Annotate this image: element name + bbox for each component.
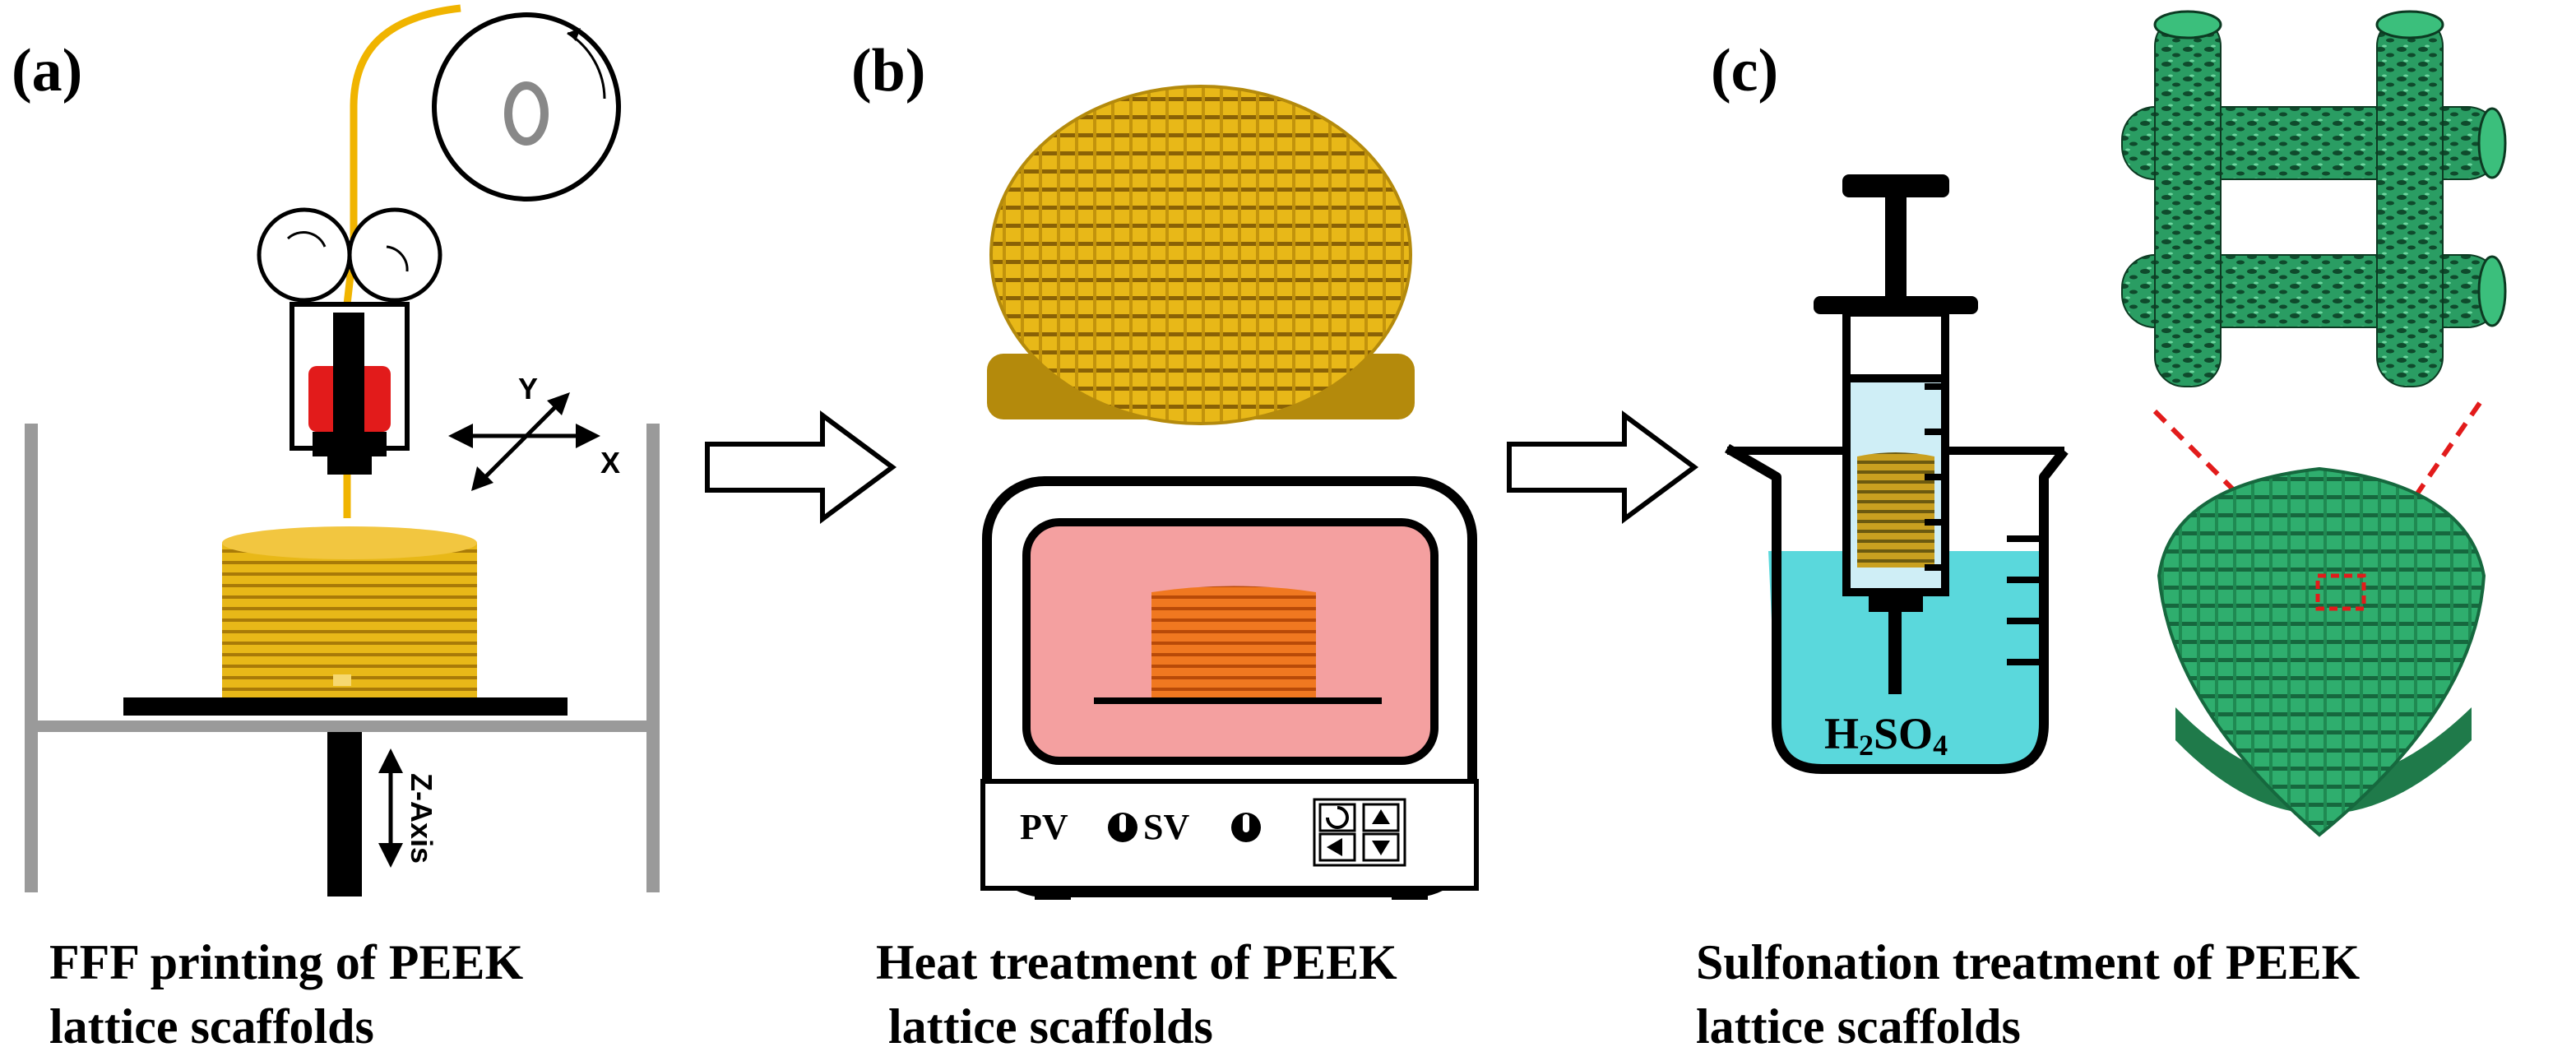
oven-pv-label: PV — [1020, 807, 1068, 847]
oven: PV SV — [980, 476, 1479, 900]
panel-b-caption-line2: lattice scaffolds — [876, 999, 1213, 1054]
printer-frame-right — [646, 424, 660, 892]
panel-a-caption-line1: FFF printing of PEEK — [49, 935, 523, 989]
panel-a: (a) — [12, 4, 660, 1054]
scaffold-top-view — [987, 85, 1415, 425]
sulfonated-scaffold — [2157, 466, 2486, 837]
panel-c-label: (c) — [1711, 37, 1778, 104]
acid-formula: H2SO4 — [1824, 709, 1948, 762]
flow-arrow-a-to-b — [705, 410, 897, 524]
printed-scaffold — [222, 526, 477, 699]
flow-arrow-b-to-c — [1507, 410, 1699, 524]
zoom-line-left — [2152, 409, 2322, 578]
z-axis-rod — [327, 732, 362, 897]
panel-c-caption-line2: lattice scaffolds — [1696, 999, 2021, 1054]
axis-y-label: Y — [518, 372, 538, 405]
feed-rollers — [257, 207, 442, 303]
panel-a-label: (a) — [12, 37, 82, 104]
panel-c: (c) H2SO4 — [1696, 10, 2507, 1054]
axis-x-label: X — [600, 446, 620, 480]
scaffold-in-acid — [1857, 452, 1934, 568]
build-plate — [123, 697, 568, 716]
panel-a-caption-line2: lattice scaffolds — [49, 999, 374, 1054]
lattice-detail-zoom — [2121, 10, 2507, 387]
axis-z-label: Z-Axis — [405, 773, 438, 864]
oven-sv-label: SV — [1143, 807, 1189, 847]
extruder-nozzle — [290, 302, 410, 475]
printer-frame-crossbar — [38, 720, 646, 732]
filament — [343, 4, 461, 518]
syringe — [1814, 174, 1978, 694]
oven-shelf — [1094, 697, 1382, 704]
panel-b: (b) PV SV — [851, 37, 1479, 1054]
panel-c-caption-line1: Sulfonation treatment of PEEK — [1696, 935, 2361, 989]
filament-spool — [432, 12, 621, 202]
xy-axis-arrows: Y X — [448, 372, 620, 491]
panel-b-caption-line1: Heat treatment of PEEK — [876, 935, 1397, 989]
z-axis-arrow: Z-Axis — [378, 748, 438, 868]
printer-frame-left — [25, 424, 38, 892]
heated-scaffold — [1151, 586, 1316, 697]
oven-buttons — [1313, 798, 1406, 867]
panel-b-label: (b) — [851, 37, 925, 104]
